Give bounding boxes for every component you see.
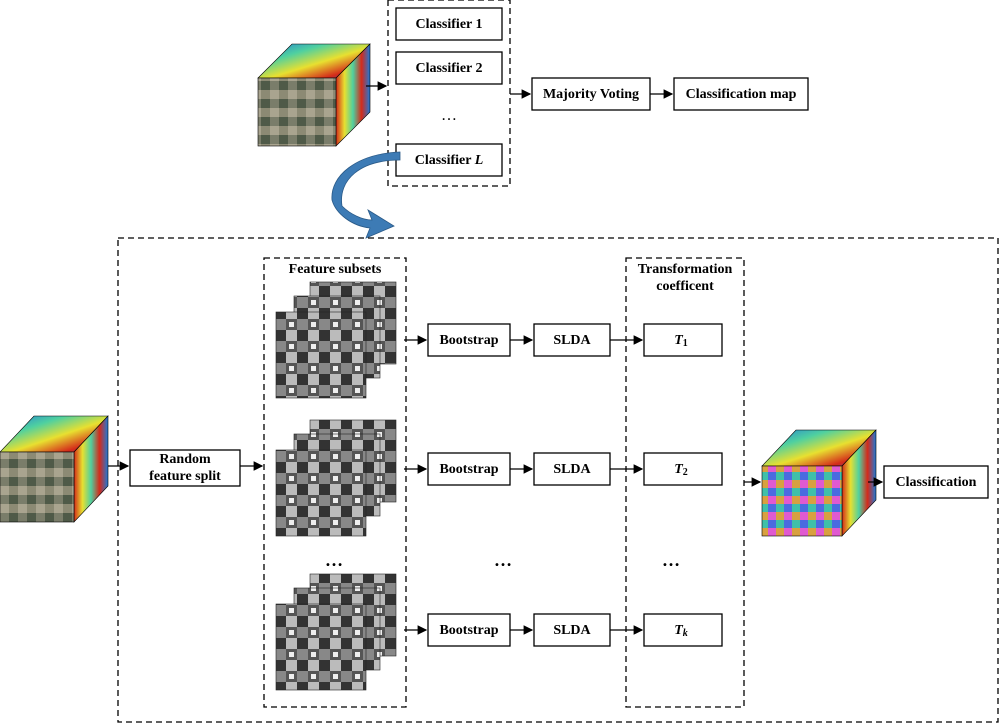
feature-subsets-title: Feature subsets (289, 262, 382, 277)
classifier-1-box: Classifier 1 (395, 7, 503, 41)
majority-voting-box: Majority Voting (531, 77, 651, 111)
classifier-l-box: Classifier L (395, 143, 503, 177)
slda-label-3: SLDA (553, 623, 591, 638)
majority-voting-label: Majority Voting (543, 87, 639, 102)
slda-label-2: SLDA (553, 462, 591, 477)
classifier-2-label: Classifier 2 (415, 61, 482, 76)
tk-label: Tk (674, 623, 688, 639)
split-label-line2: feature split (149, 469, 221, 484)
classifier-l-label: Classifier L (415, 153, 484, 168)
tk-var: T (674, 623, 684, 638)
bootstrap-label-1: Bootstrap (439, 333, 498, 348)
bootstrap-box-2 (427, 452, 511, 486)
slda-box-3 (533, 613, 611, 647)
bootstrap-box-1 (427, 323, 511, 357)
feature-stack-ellipsis: … (325, 550, 343, 570)
classification-label: Classification (896, 475, 977, 490)
hsi-cube-top (257, 43, 371, 147)
feature-stack-3 (275, 573, 397, 691)
classifier-1-label: Classifier 1 (415, 17, 482, 32)
bootstrap-label-2: Bootstrap (439, 462, 498, 477)
classifier-2-box: Classifier 2 (395, 51, 503, 85)
feature-stack-2 (275, 419, 397, 537)
pipeline-group (117, 237, 999, 723)
tk-box (643, 613, 723, 647)
bootstrap-box-3 (427, 613, 511, 647)
branch-2: Bootstrap SLDA T2 (404, 452, 723, 486)
t2-label: T2 (674, 462, 688, 478)
branch-ellipsis-right: … (662, 550, 680, 570)
t2-box (643, 452, 723, 486)
branch-3: Bootstrap SLDA Tk (404, 613, 723, 647)
tk-sub: k (683, 628, 688, 639)
t1-label: T1 (674, 333, 688, 349)
transform-title-line2: coefficent (656, 279, 714, 294)
feature-stack-1 (275, 281, 397, 399)
t1-sub: 1 (683, 338, 688, 349)
hsi-cube-input (0, 415, 109, 523)
classifier-ellipsis: … (441, 107, 457, 124)
t2-var: T (674, 462, 684, 477)
classifier-l-prefix: Classifier (415, 153, 475, 168)
slda-box-1 (533, 323, 611, 357)
feature-subsets-group (263, 257, 407, 708)
t2-sub: 2 (683, 467, 688, 478)
classifier-l-var: L (474, 153, 484, 168)
random-feature-split-box: Random feature split (129, 449, 241, 487)
classification-box: Classification (883, 465, 989, 499)
branch-ellipsis-middle: … (494, 550, 512, 570)
branch-1: Bootstrap SLDA T1 (404, 323, 723, 357)
t1-var: T (674, 333, 684, 348)
classifier-group (387, 0, 511, 187)
t1-box (643, 323, 723, 357)
slda-label-1: SLDA (553, 333, 591, 348)
split-label-line1: Random (159, 452, 211, 467)
transform-title-line1: Transformation (638, 262, 733, 277)
classification-map-label: Classification map (686, 87, 797, 102)
hsi-cube-output (761, 429, 877, 537)
expand-arrow (331, 151, 401, 239)
classification-map-box: Classification map (673, 77, 809, 111)
bootstrap-label-3: Bootstrap (439, 623, 498, 638)
